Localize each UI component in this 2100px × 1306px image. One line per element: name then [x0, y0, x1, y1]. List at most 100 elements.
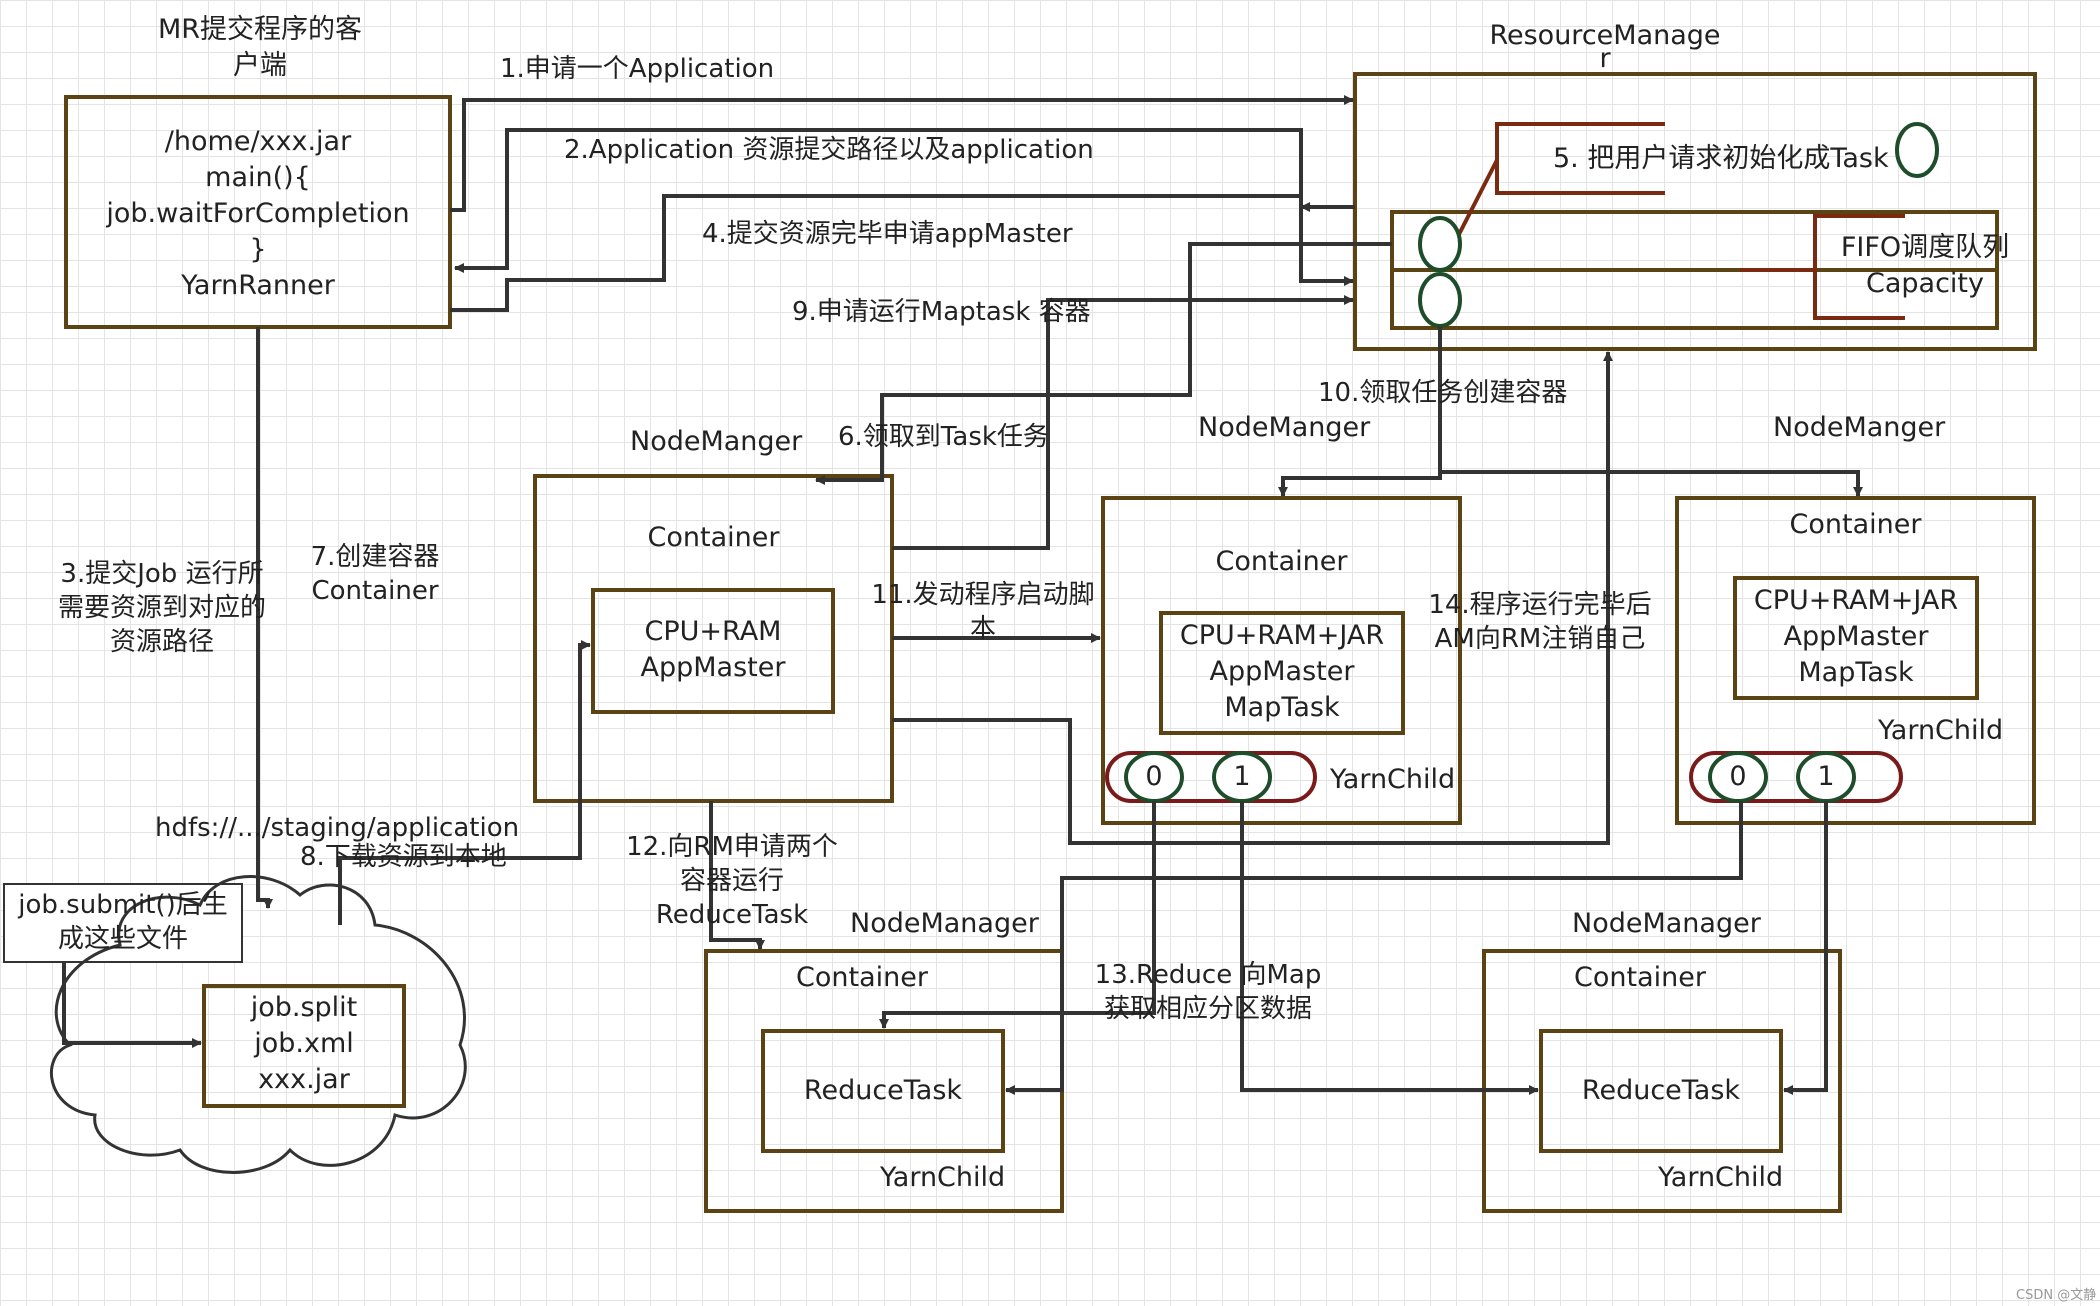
nm1-inner-line-1: CPU+RAM: [644, 616, 782, 647]
task-init-bracket: [1495, 122, 1665, 195]
hdfs-files: job.split job.xml xxx.jar: [204, 990, 404, 1098]
step-14-line-2: AM向RM注销自己: [1434, 624, 1646, 654]
nm2-inner-line-2: AppMaster: [1209, 656, 1355, 687]
step-13-label: 13.Reduce 向Map 获取相应分区数据: [1088, 958, 1328, 1026]
nm3-slot-1-label: 1: [1817, 761, 1835, 792]
client-caption: MR提交程序的客 户端: [130, 12, 390, 84]
step-4-label: 4.提交资源完毕申请appMaster: [702, 219, 1073, 249]
node-manager-5-container-box: [1482, 949, 1842, 1213]
node-manager-1-inner-text: CPU+RAM AppMaster: [593, 614, 833, 686]
arrow-step-14: [892, 351, 1613, 845]
nm3-slot-0-circle: [1708, 751, 1768, 803]
rm-task-init-label: 5. 把用户请求初始化成Task: [1553, 143, 1889, 174]
arrow-note-files: [62, 962, 202, 1048]
step-3-line-2: 需要资源到对应的: [57, 593, 266, 623]
rm-queue-label: FIFO调度队列 Capacity: [1825, 230, 2025, 302]
client-line: }: [249, 234, 267, 265]
step-11-label: 11.发动程序启动脚 本: [868, 578, 1098, 646]
node-manager-2-title: NodeManger: [1198, 412, 1371, 443]
watermark: CSDN @文静: [2016, 1288, 2097, 1303]
rm-ellipse-upper: [1418, 216, 1462, 272]
hdfs-note-box: [3, 883, 243, 963]
hdfs-note-line-1: job.submit()后生: [18, 890, 228, 920]
hdfs-file: xxx.jar: [258, 1064, 350, 1095]
step-13-line-2: 获取相应分区数据: [1103, 994, 1312, 1024]
arrow-step-10b: [1440, 470, 1863, 497]
node-manager-1-inner-box: [591, 588, 835, 714]
node-manager-2-inner-text: CPU+RAM+JAR AppMaster MapTask: [1161, 618, 1403, 726]
arrow-step-1: [450, 95, 1354, 212]
rm-title: ResourceManage r: [1460, 20, 1750, 74]
resource-manager-box: [1353, 72, 2037, 351]
nm2-slot-1-label: 1: [1233, 761, 1251, 792]
step-7-line-2: Container: [311, 576, 439, 606]
node-manager-4-title: NodeManager: [850, 908, 1039, 939]
queue-bracket: [1813, 214, 1905, 320]
node-manager-5-title: NodeManager: [1572, 908, 1761, 939]
nm3-slot-0-label: 0: [1729, 761, 1747, 792]
node-manager-1-container-label: Container: [647, 522, 780, 553]
node-manager-4-task: ReduceTask: [803, 1075, 963, 1106]
node-manager-4-container-label: Container: [796, 962, 928, 993]
step-9-label: 9.申请运行Maptask 容器: [792, 297, 1091, 327]
step-12-line-1: 12.向RM申请两个: [626, 832, 838, 862]
client-caption-line-2: 户端: [233, 50, 287, 81]
nm3-inner-line-2: AppMaster: [1783, 621, 1929, 652]
node-manager-3-container-box: [1675, 496, 2036, 825]
step-8-label: 8.下载资源到本地: [300, 842, 507, 872]
node-manager-2-container-label: Container: [1215, 546, 1348, 577]
node-manager-4-reduce-box: [761, 1029, 1005, 1153]
nm2-inner-line-3: MapTask: [1224, 692, 1340, 723]
nm2-inner-line-1: CPU+RAM+JAR: [1179, 620, 1385, 651]
node-manager-5-yarn-child: YarnChild: [1658, 1162, 1784, 1193]
arrow-step-12: [709, 801, 765, 950]
node-manager-2-yarn-child: YarnChild: [1330, 764, 1456, 795]
step-14-label: 14.程序运行完毕后 AM向RM注销自己: [1425, 588, 1655, 656]
node-manager-2-slot-rail: [1105, 751, 1317, 803]
client-line: main(){: [205, 162, 311, 193]
arrow-step-4: [450, 194, 1354, 312]
step-1-label: 1.申请一个Application: [500, 54, 775, 84]
step-7-label: 7.创建容器 Container: [295, 540, 455, 608]
node-manager-5-container-label: Container: [1574, 962, 1706, 993]
arrow-step-8: [338, 640, 591, 925]
nm3-inner-line-3: MapTask: [1798, 657, 1914, 688]
node-manager-3-title: NodeManger: [1773, 412, 1946, 443]
step-12-line-3: ReduceTask: [655, 900, 809, 930]
arrow-step-3: [256, 327, 273, 909]
step-11-line-1: 11.发动程序启动脚: [871, 580, 1095, 610]
arrow-step-6: [815, 242, 1392, 485]
node-manager-3-slot-rail: [1689, 751, 1903, 803]
client-line: YarnRanner: [181, 270, 335, 301]
node-manager-3-inner-text: CPU+RAM+JAR AppMaster MapTask: [1735, 583, 1977, 691]
node-manager-3-yarn-child: YarnChild: [1878, 715, 2004, 746]
arrow-step-9: [892, 295, 1354, 550]
step-12-label: 12.向RM申请两个 容器运行 ReduceTask: [612, 830, 852, 932]
rm-ellipse-lower: [1418, 272, 1462, 328]
step-7-line-1: 7.创建容器: [310, 542, 440, 572]
step-10-label: 10.领取任务创建容器: [1318, 378, 1568, 408]
step-3-line-1: 3.提交Job 运行所: [60, 559, 264, 589]
rm-ellipse-top: [1895, 122, 1939, 178]
client-line: job.waitForCompletion: [106, 198, 410, 229]
rm-title-line-2: r: [1599, 43, 1611, 74]
nm3-inner-line-1: CPU+RAM+JAR: [1753, 585, 1959, 616]
nm1-inner-line-2: AppMaster: [640, 652, 786, 683]
nm2-slot-0-label: 0: [1145, 761, 1163, 792]
step-3-label: 3.提交Job 运行所 需要资源到对应的 资源路径: [42, 557, 282, 659]
arrow-reduce-feed-4: [1005, 801, 1743, 1095]
rm-queue-line-2: Capacity: [1866, 268, 1984, 299]
client-code: /home/xxx.jar main(){ job.waitForComplet…: [66, 124, 450, 304]
arrow-reduce-feed-4b: [879, 801, 1156, 1029]
node-manager-2-inner-box: [1159, 611, 1405, 735]
hdfs-file: job.split: [250, 992, 358, 1023]
hdfs-cloud: [49, 875, 467, 1174]
hdfs-path-label: hdfs://.../staging/application: [155, 813, 520, 843]
step-11-line-2: 本: [969, 614, 996, 644]
rm-title-line-1: ResourceManage: [1489, 20, 1721, 51]
step-12-line-2: 容器运行: [679, 866, 784, 896]
step-3-line-3: 资源路径: [109, 627, 214, 657]
node-manager-3-inner-box: [1733, 576, 1979, 700]
client-line: /home/xxx.jar: [164, 126, 352, 157]
